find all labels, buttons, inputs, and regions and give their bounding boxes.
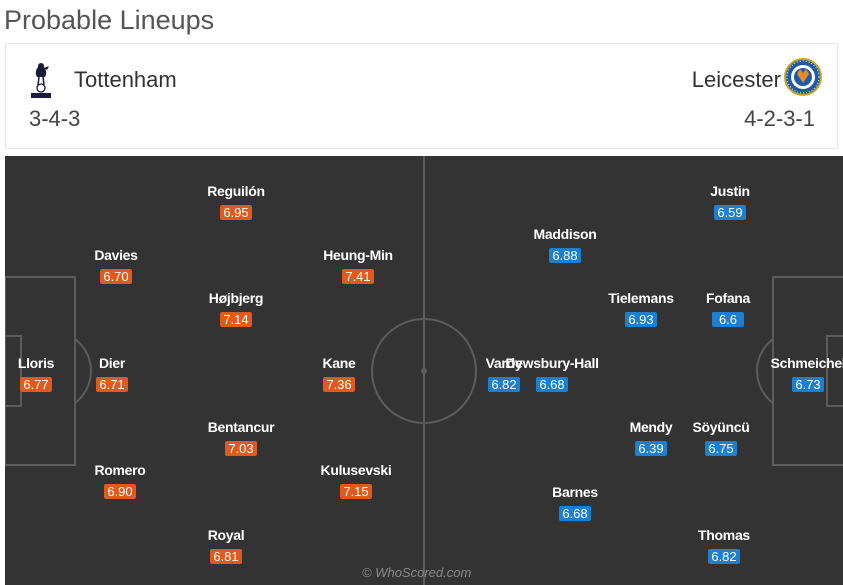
player-davies[interactable]: Davies 6.70 (56, 247, 176, 286)
player-maddison[interactable]: Maddison 6.88 (505, 226, 625, 265)
player-name: Højbjerg (208, 290, 264, 306)
player-name: Bentancur (207, 419, 275, 435)
player-soyuncu[interactable]: Söyüncü 6.75 (661, 419, 781, 458)
player-reguilon[interactable]: Reguilón 6.95 (176, 183, 296, 222)
player-name: Lloris (17, 355, 55, 371)
player-rating: 7.36 (323, 377, 355, 392)
player-name: Maddison (533, 226, 597, 242)
player-heung-min[interactable]: Heung-Min 7.41 (298, 247, 418, 286)
player-name: Romero (94, 462, 146, 478)
player-name: Reguilón (207, 183, 265, 199)
player-rating: 6.82 (488, 377, 520, 392)
player-rating: 6.82 (708, 549, 740, 564)
player-kane[interactable]: Kane 7.36 (279, 355, 399, 394)
player-rating: 7.03 (225, 441, 257, 456)
player-kulusevski[interactable]: Kulusevski 7.15 (296, 462, 416, 501)
player-rating: 6.73 (792, 377, 824, 392)
pitch-markings (5, 156, 843, 585)
away-team-name[interactable]: Leicester (691, 67, 781, 92)
away-formation: 4-2-3-1 (744, 106, 815, 131)
player-lloris[interactable]: Lloris 6.77 (5, 355, 96, 394)
player-rating: 7.14 (220, 312, 252, 327)
leicester-fox-crest-icon (783, 57, 823, 97)
player-fofana[interactable]: Fofana 6.6 (668, 290, 788, 329)
player-rating: 6.59 (714, 205, 746, 220)
player-name: Thomas (698, 527, 750, 543)
player-dewsbury-hall[interactable]: Dewsbury-Hall 6.68 (492, 355, 612, 394)
player-dier[interactable]: Dier 6.71 (52, 355, 172, 394)
player-rating: 6.39 (635, 441, 667, 456)
player-name: Fofana (705, 290, 751, 306)
player-mendy[interactable]: Mendy 6.39 (591, 419, 711, 458)
home-team-name[interactable]: Tottenham (74, 67, 177, 92)
player-name: Heung-Min (323, 247, 393, 263)
player-name: Dewsbury-Hall (505, 355, 599, 371)
player-rating: 6.90 (104, 484, 136, 499)
player-barnes[interactable]: Barnes 6.68 (515, 484, 635, 523)
player-rating: 7.41 (342, 269, 374, 284)
tottenham-cockerel-icon (28, 58, 54, 100)
player-romero[interactable]: Romero 6.90 (60, 462, 180, 501)
page-title: Probable Lineups (4, 5, 215, 35)
player-name: Justin (710, 183, 750, 199)
player-rating: 6.68 (536, 377, 568, 392)
home-formation: 3-4-3 (29, 106, 81, 131)
player-thomas[interactable]: Thomas 6.82 (664, 527, 784, 566)
player-name: Barnes (552, 484, 598, 500)
player-rating: 6.71 (96, 377, 128, 392)
player-name: Kane (322, 355, 356, 371)
player-hojbjerg[interactable]: Højbjerg 7.14 (176, 290, 296, 329)
player-rating: 6.75 (705, 441, 737, 456)
player-schmeichel[interactable]: Schmeichel 6.73 (748, 355, 843, 394)
player-name: Kulusevski (320, 462, 392, 478)
player-name: Söyüncü (692, 419, 750, 435)
player-name: Mendy (629, 419, 673, 435)
player-justin[interactable]: Justin 6.59 (670, 183, 790, 222)
whoscored-watermark: © WhoScored.com (362, 565, 472, 580)
player-royal[interactable]: Royal 6.81 (166, 527, 286, 566)
player-name: Schmeichel (770, 355, 843, 371)
player-rating: 6.70 (100, 269, 132, 284)
player-rating: 6.95 (220, 205, 252, 220)
player-rating: 7.15 (340, 484, 372, 499)
player-name: Tielemans (608, 290, 674, 306)
player-rating: 6.93 (625, 312, 657, 327)
player-rating: 6.68 (559, 506, 591, 521)
pitch: Lloris 6.77 Davies 6.70 Dier 6.71 Romero… (5, 156, 843, 585)
player-name: Vardy (485, 355, 523, 371)
player-name: Royal (207, 527, 245, 543)
player-tielemans[interactable]: Tielemans 6.93 (581, 290, 701, 329)
player-rating: 6.81 (210, 549, 242, 564)
player-rating: 6.6 (712, 312, 744, 327)
match-header: Tottenham 3-4-3 Leicester 4-2-3-1 (5, 43, 838, 149)
player-bentancur[interactable]: Bentancur 7.03 (181, 419, 301, 458)
player-rating: 6.88 (549, 248, 581, 263)
player-rating: 6.77 (20, 377, 52, 392)
player-vardy[interactable]: Vardy 6.82 (444, 355, 564, 394)
player-name: Davies (94, 247, 138, 263)
player-name: Dier (98, 355, 126, 371)
